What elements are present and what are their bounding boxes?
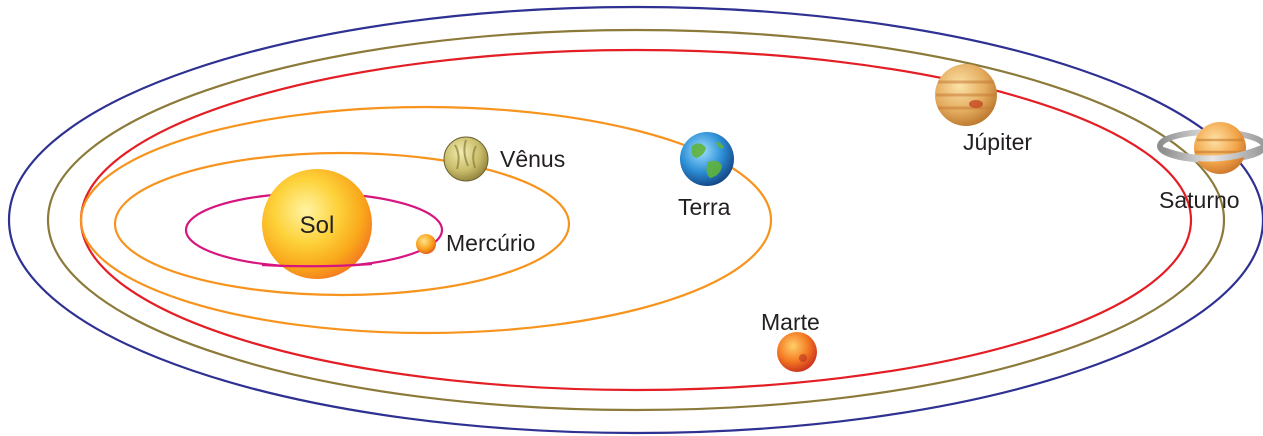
mars-crater (799, 354, 807, 362)
jupiter: Júpiter (935, 64, 1032, 155)
mercury-orbit-front-arc (261, 262, 373, 268)
saturn-ring-front (1161, 145, 1263, 162)
saturn-label: Saturno (1159, 187, 1240, 213)
sun-label: Sol (300, 212, 335, 239)
venus: Vênus (443, 136, 565, 182)
earth-continents (691, 142, 724, 178)
earth: Terra (678, 132, 734, 220)
venus-cloud-bands (454, 139, 477, 170)
earth-icon (680, 132, 734, 186)
mars-orbit (79, 48, 1193, 392)
mercury-icon (416, 234, 436, 254)
sun: Sol (262, 169, 372, 279)
venus-orbit (113, 151, 571, 297)
mars: Marte (761, 309, 820, 372)
saturn: Saturno (1157, 122, 1263, 213)
venus-label: Vênus (500, 146, 565, 172)
mercury: Mercúrio (416, 230, 535, 256)
saturn-orbit (8, 5, 1263, 435)
earth-label: Terra (678, 194, 731, 220)
earth-orbit (79, 105, 773, 335)
saturn-icon (1194, 122, 1246, 174)
mercury-label: Mercúrio (446, 230, 535, 256)
jupiter-great-red-spot (969, 100, 983, 108)
mars-icon (777, 332, 817, 372)
jupiter-label: Júpiter (963, 129, 1032, 155)
jupiter-bands (936, 80, 996, 110)
mars-label: Marte (761, 309, 820, 335)
jupiter-orbit (46, 28, 1226, 412)
sun-icon (262, 169, 372, 279)
saturn-bands (1195, 138, 1245, 154)
